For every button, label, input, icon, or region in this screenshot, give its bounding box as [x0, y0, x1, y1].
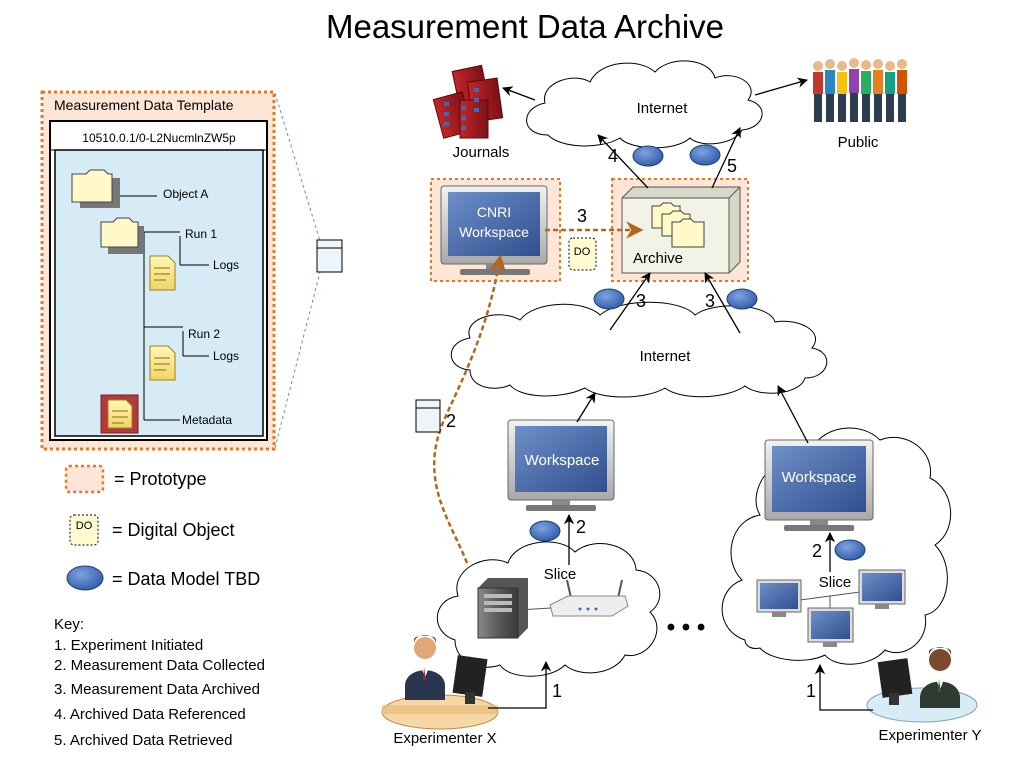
slice-y-monitor-icon: [807, 607, 854, 647]
key-item: 3. Measurement Data Archived: [54, 681, 260, 698]
data-model-oval: [689, 144, 721, 166]
step-label: 2: [812, 541, 822, 561]
key-item: 1. Experiment Initiated: [54, 637, 203, 654]
step-label: 4: [608, 146, 618, 166]
cnri-workspace: CNRI Workspace: [430, 178, 561, 282]
data-model-oval: [726, 288, 758, 310]
internet-middle-label: Internet: [640, 348, 692, 365]
key-item: 4. Archived Data Referenced: [54, 706, 246, 723]
tree-run-1: Run 1: [185, 227, 217, 241]
legend-do-badge: [69, 514, 99, 546]
data-model-oval: [529, 520, 561, 542]
experimenter-x-icon: [381, 635, 499, 730]
tree-run-2: Run 2: [188, 327, 220, 341]
arrow-step-4: [597, 134, 649, 189]
step-label: 2: [446, 411, 456, 431]
tree-logs-2: Logs: [213, 349, 239, 363]
data-model-oval: [593, 288, 625, 310]
experimenter-y-label: Experimenter Y: [878, 727, 981, 744]
step-label: 2: [576, 517, 586, 537]
cnri-label-line2: Workspace: [459, 224, 529, 240]
step-label: 5: [727, 156, 737, 176]
template-card-icon: [316, 239, 343, 273]
step-numbers: 4 5 3 3 3 2 2 2 1 1: [446, 146, 822, 701]
zoom-lines: [274, 92, 321, 449]
arrow-step-2-to-cnri: [433, 254, 507, 564]
arrow-step-3-right: [704, 272, 741, 334]
document-icon: [149, 255, 176, 291]
journals-books-icon: [432, 64, 504, 139]
tree-logs-1: Logs: [213, 258, 239, 272]
public-label: Public: [838, 134, 879, 151]
slice-x-label: Slice: [544, 566, 577, 583]
legend-digital-object-label: = Digital Object: [112, 520, 235, 540]
key-list: Key: 1. Experiment Initiated 2. Measurem…: [54, 616, 265, 749]
archive-label: Archive: [633, 250, 683, 267]
arrow-step-1-x: [488, 660, 552, 709]
internet-cloud-top: Internet: [526, 60, 763, 149]
workspace-y: Workspace: [764, 439, 874, 531]
measurement-data-template: Measurement Data Template 10510.0.1/0-L2…: [40, 90, 276, 451]
folder-icon: [100, 217, 144, 254]
arrow-internet-to-public: [754, 77, 808, 96]
legend-data-model-label: = Data Model TBD: [112, 569, 260, 589]
experimenter-x-label: Experimenter X: [393, 730, 496, 747]
data-model-oval: [632, 145, 664, 167]
step-label: 1: [806, 681, 816, 701]
data-model-oval: [834, 539, 866, 561]
slice-y-label: Slice: [819, 574, 852, 591]
do-badge: [568, 237, 597, 271]
key-item: 2. Measurement Data Collected: [54, 657, 265, 674]
key-item: 5. Archived Data Retrieved: [54, 732, 232, 749]
legend-data-model-oval: [66, 565, 104, 591]
step-label: 3: [636, 291, 646, 311]
legend-prototype-label: = Prototype: [114, 469, 207, 489]
legend: = Prototype DO = Digital Object = Data M…: [64, 464, 260, 591]
arrow-step-5: [711, 127, 741, 189]
flow-arrows: [488, 77, 873, 711]
internet-cloud-middle: Internet: [450, 301, 828, 398]
workspace-x: Workspace: [507, 419, 615, 511]
do-card-icon: [415, 399, 441, 433]
template-handle: 10510.0.1/0-L2NucmlnZW5p: [82, 131, 236, 145]
ellipsis: • • •: [667, 614, 706, 641]
arrow-step-1-y: [814, 663, 873, 711]
folder-icon: [71, 169, 120, 208]
experimenter-y-icon: [866, 647, 978, 723]
legend-prototype-swatch: [64, 464, 105, 494]
do-badge-text: DO: [574, 246, 591, 258]
page-title: Measurement Data Archive: [326, 8, 724, 45]
internet-top-label: Internet: [637, 100, 689, 117]
document-icon: [149, 345, 176, 381]
slice-cloud-x: Slice: [436, 541, 661, 677]
slice-y-monitor-icon: [858, 569, 906, 609]
slice-y-monitor-icon: [756, 579, 802, 617]
metadata-document-icon: [100, 394, 139, 434]
slice-y-computers: [756, 569, 906, 647]
archive-folders-icon: [651, 202, 705, 248]
tree-metadata: Metadata: [182, 413, 232, 427]
data-model-ovals: [529, 144, 866, 561]
journals-label: Journals: [453, 144, 510, 161]
template-title: Measurement Data Template: [54, 97, 234, 113]
router-icon: [549, 579, 629, 617]
step-label: 1: [552, 681, 562, 701]
public-people-icon: [813, 58, 907, 122]
tree-object-a: Object A: [163, 187, 208, 201]
step-label: 3: [577, 206, 587, 226]
arrow-internet-to-journals: [502, 86, 536, 101]
arrow-workspace-y-to-internet: [777, 385, 809, 444]
arrow-workspace-x-to-internet: [576, 392, 596, 423]
key-title: Key:: [54, 616, 84, 633]
arrow-step-3-left: [609, 272, 651, 331]
legend-do-text: DO: [76, 520, 93, 532]
step-label: 3: [705, 291, 715, 311]
server-icon: [477, 578, 528, 639]
workspace-y-label: Workspace: [782, 469, 857, 486]
workspace-x-label: Workspace: [525, 452, 600, 469]
cnri-label-line1: CNRI: [477, 204, 511, 220]
archive: Archive: [611, 178, 749, 282]
